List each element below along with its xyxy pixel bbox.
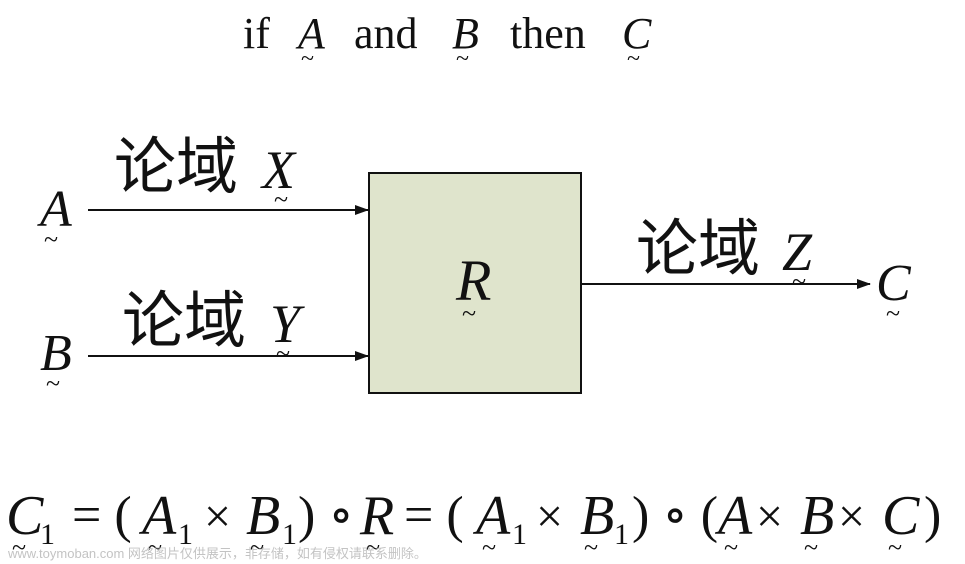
formula-eq2: = ( <box>404 487 464 544</box>
formula-a3: A <box>714 485 753 547</box>
rule-then: then <box>510 9 586 58</box>
formula-a1-tilde: ~ <box>148 533 162 562</box>
input-a-domain-text: 论域 <box>114 130 238 203</box>
formula-times1: × <box>204 490 231 543</box>
input-b-domain-var: Y <box>270 294 305 354</box>
formula-times2: × <box>536 490 563 543</box>
formula-close3: ) <box>924 487 941 544</box>
formula-sub4: 1 <box>512 518 527 551</box>
rule-a-tilde: ~ <box>301 46 314 72</box>
formula-a3-tilde: ~ <box>724 533 738 562</box>
output-domain-text: 论域 <box>636 212 760 285</box>
rule-c: C <box>622 9 652 58</box>
formula-b1-tilde: ~ <box>250 533 264 562</box>
formula-sub5: 1 <box>614 518 629 551</box>
formula-c1: C <box>6 485 44 547</box>
input-b-domain-tilde: ~ <box>276 339 290 368</box>
formula-a1: A <box>138 485 177 547</box>
formula-b1: B <box>246 485 280 547</box>
formula-times3: × <box>756 490 783 543</box>
relation-rect <box>368 172 582 394</box>
formula-a2-tilde: ~ <box>482 533 496 562</box>
formula: C ~ 1 = ( A ~ 1 × B ~ 1 ) ∘ R ~ = ( A ~ … <box>6 485 941 562</box>
input-b-label: B <box>40 325 72 382</box>
formula-a2: A <box>472 485 511 547</box>
input-a: A ~ 论域 X ~ <box>37 130 369 254</box>
rule-and: and <box>354 9 418 58</box>
formula-r-tilde: ~ <box>366 533 380 562</box>
formula-eq1: = ( <box>72 487 132 544</box>
rule-b: B <box>452 9 479 58</box>
input-a-tilde: ~ <box>44 225 58 254</box>
input-b-domain-text: 论域 <box>122 284 246 357</box>
formula-times4: × <box>838 490 865 543</box>
input-a-label: A <box>37 181 72 238</box>
formula-sub2: 1 <box>178 518 193 551</box>
rule-c-tilde: ~ <box>627 46 640 72</box>
formula-close1: ) ∘ <box>298 487 354 544</box>
output-tilde: ~ <box>886 299 900 328</box>
relation-label: R <box>455 248 491 313</box>
formula-b3-tilde: ~ <box>804 533 818 562</box>
formula-c1-tilde: ~ <box>12 533 26 562</box>
output: 论域 Z ~ C ~ <box>582 212 912 328</box>
output-label: C <box>876 255 912 312</box>
formula-close2: ) ∘ ( <box>632 487 718 544</box>
relation-tilde: ~ <box>462 299 476 328</box>
input-a-domain-tilde: ~ <box>274 185 288 214</box>
formula-b3: B <box>800 485 834 547</box>
rule-line: if A ~ and B ~ then C ~ <box>243 9 652 72</box>
output-domain-tilde: ~ <box>792 267 806 296</box>
rule-b-tilde: ~ <box>456 46 469 72</box>
formula-sub1: 1 <box>40 518 55 551</box>
rule-a: A <box>295 9 326 58</box>
relation-box: R ~ <box>368 172 582 394</box>
watermark: www.toymoban.com 网络图片仅供展示，非存储，如有侵权请联系删除。 <box>7 546 427 561</box>
formula-sub3: 1 <box>282 518 297 551</box>
formula-b2: B <box>580 485 614 547</box>
formula-c2-tilde: ~ <box>888 533 902 562</box>
input-b: B ~ 论域 Y ~ <box>40 284 369 398</box>
formula-b2-tilde: ~ <box>584 533 598 562</box>
rule-if: if <box>243 9 270 58</box>
input-b-tilde: ~ <box>46 369 60 398</box>
input-a-domain-var: X <box>260 140 297 200</box>
formula-c2: C <box>882 485 920 547</box>
output-domain-var: Z <box>782 222 813 282</box>
formula-r: R <box>359 485 394 547</box>
